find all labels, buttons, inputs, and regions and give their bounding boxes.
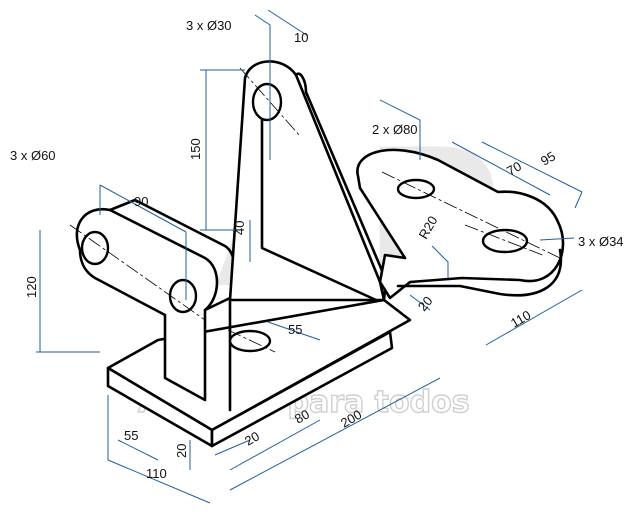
dim-base-20: 20 [174, 444, 189, 458]
dim-offset-40: 40 [232, 221, 247, 235]
dim-right-holes: 2 x Ø80 [372, 122, 418, 137]
center-rib-inner [260, 110, 378, 302]
dim-top-holes: 3 x Ø30 [186, 18, 232, 33]
dim-left-holes: 3 x Ø60 [10, 148, 56, 163]
dim-right-95: 95 [538, 148, 558, 168]
dim-right-34: 3 x Ø34 [578, 234, 624, 249]
dim-base-55: 55 [124, 428, 138, 443]
dim-right-70: 70 [504, 158, 524, 178]
dim-mid-hole: 55 [288, 322, 302, 337]
hole-top [251, 82, 283, 122]
dim-top-height: 150 [188, 138, 203, 160]
base-plate-side [210, 330, 394, 448]
dim-base-20b: 20 [242, 428, 262, 448]
center-rib-edge [294, 72, 388, 302]
right-plate [356, 148, 565, 300]
dim-left-height: 120 [24, 276, 39, 298]
right-plate-edge [396, 248, 563, 297]
dim-base-110: 110 [146, 466, 167, 481]
dim-left-spacing: 90 [134, 194, 148, 209]
hole-left-2 [168, 278, 198, 314]
center-lines [69, 67, 561, 353]
dimension-lines [36, 9, 583, 504]
left-upright [75, 207, 219, 402]
dim-top-width: 10 [294, 30, 308, 45]
hole-right-2 [481, 228, 529, 254]
hole-left-1 [80, 230, 110, 266]
dim-base-80: 80 [292, 406, 312, 426]
dim-right-110: 110 [508, 307, 533, 330]
